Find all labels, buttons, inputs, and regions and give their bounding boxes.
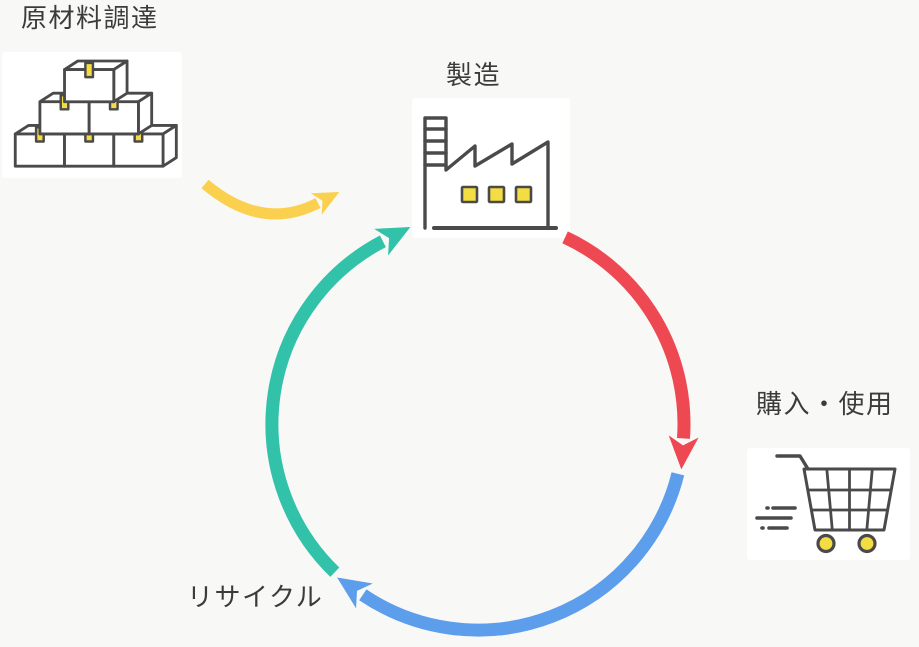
stage-label-manufacturing: 製造 — [446, 60, 502, 90]
cycle-arc-manufacture-to-purchase — [562, 231, 699, 470]
factory-window — [487, 185, 506, 204]
purchase-use-card — [747, 448, 910, 560]
raw-materials-card — [2, 52, 182, 178]
stage-label-raw-materials: 原材料調達 — [21, 3, 159, 33]
stage-label-recycle: リサイクル — [187, 582, 324, 612]
cart-wheel — [857, 533, 877, 554]
cart-wheel — [816, 533, 836, 554]
shopping-cart-icon — [755, 454, 897, 554]
manufacturing-card — [412, 98, 570, 238]
box — [63, 59, 129, 104]
cycle-arc-purchase-to-recycle — [337, 472, 685, 637]
supply-arrow — [201, 179, 340, 220]
cardboard-boxes-icon — [13, 59, 178, 168]
factory-icon — [423, 116, 558, 230]
factory-window — [460, 185, 479, 204]
factory-window — [514, 185, 533, 204]
stage-label-purchase-use: 購入・使用 — [756, 389, 894, 419]
speed-lines — [755, 506, 797, 530]
cycle-arc-recycle-to-manufacture — [265, 226, 411, 577]
